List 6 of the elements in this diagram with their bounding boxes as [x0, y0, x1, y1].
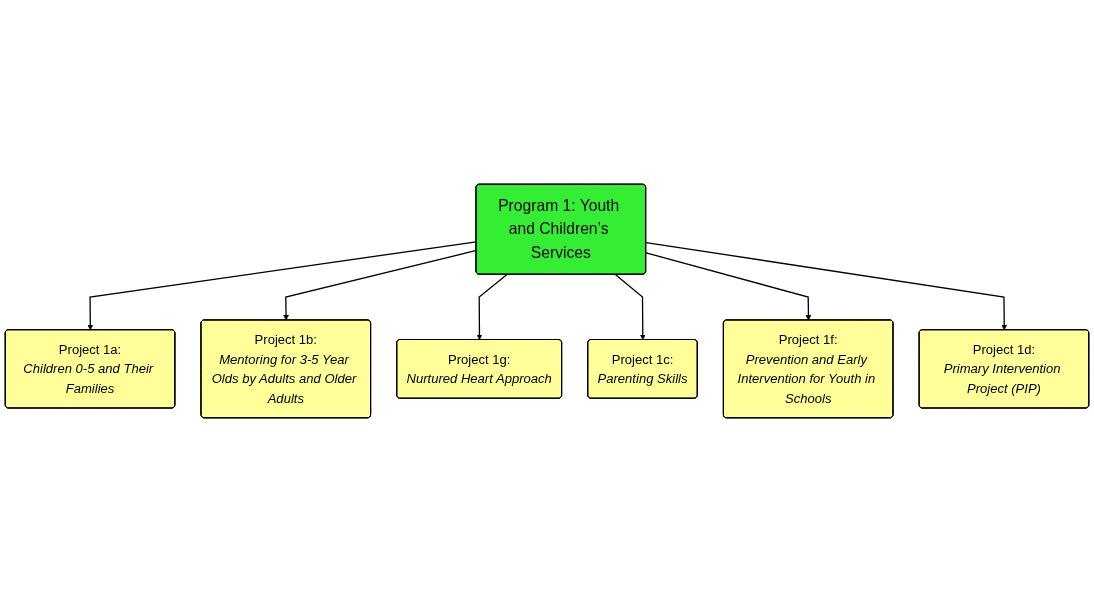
arrow: [476, 273, 508, 341]
arrow: [614, 273, 646, 341]
arrow: [645, 241, 1008, 331]
arrow: [645, 252, 812, 321]
arrow: [283, 249, 477, 321]
arrow: [87, 241, 477, 331]
